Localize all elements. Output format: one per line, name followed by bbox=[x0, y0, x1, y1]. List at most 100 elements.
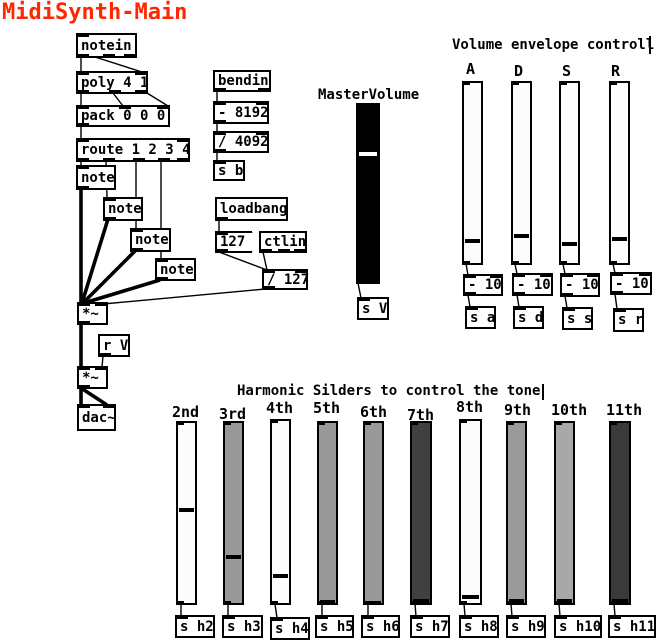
harmonic-label-7th: 7th bbox=[407, 406, 435, 424]
send-b-object[interactable]: s b bbox=[213, 160, 245, 181]
loadbang-object[interactable]: loadbang bbox=[215, 197, 288, 221]
send-h6-object[interactable]: s h6 bbox=[361, 615, 400, 638]
slider-handle[interactable] bbox=[320, 600, 335, 604]
subtract-8192-object[interactable]: - 8192 bbox=[213, 101, 269, 124]
slider-handle[interactable] bbox=[273, 574, 288, 578]
send-d-object[interactable]: s d bbox=[513, 306, 544, 329]
harmonic-label-5th: 5th bbox=[313, 399, 341, 417]
object-text: route 1 2 3 4 bbox=[81, 142, 191, 158]
note-object-1[interactable]: note bbox=[76, 165, 116, 190]
slider-handle[interactable] bbox=[612, 599, 628, 603]
bendin-object[interactable]: bendin bbox=[213, 70, 271, 92]
object-text: r V bbox=[103, 337, 129, 354]
pack-object[interactable]: pack 0 0 0 bbox=[76, 105, 170, 127]
send-h7-object[interactable]: s h7 bbox=[410, 615, 450, 638]
send-r-object[interactable]: s r bbox=[613, 308, 644, 332]
harmonic-slider-11th[interactable] bbox=[609, 421, 631, 605]
release-offset-object[interactable]: - 10 bbox=[610, 272, 652, 295]
object-text: s h3 bbox=[227, 618, 261, 635]
object-text: *~ bbox=[82, 369, 99, 386]
slider-handle[interactable] bbox=[562, 242, 577, 246]
object-text: s a bbox=[470, 309, 496, 326]
send-a-object[interactable]: s a bbox=[465, 306, 496, 329]
note-object-4[interactable]: note bbox=[155, 258, 196, 281]
attack-slider[interactable] bbox=[462, 81, 483, 265]
ctlin-object[interactable]: ctlin bbox=[259, 231, 307, 253]
send-h9-object[interactable]: s h9 bbox=[506, 615, 546, 638]
harmonic-slider-3rd[interactable] bbox=[223, 421, 244, 605]
inlet-nub bbox=[560, 82, 567, 85]
outlet-nub bbox=[135, 90, 147, 93]
decay-offset-object[interactable]: - 10 bbox=[512, 273, 553, 296]
slider-handle[interactable] bbox=[509, 599, 524, 603]
multiply-signal-object-1[interactable]: *~ bbox=[77, 302, 108, 325]
message-box-127[interactable]: 127 bbox=[215, 231, 252, 253]
attack-offset-object[interactable]: - 10 bbox=[463, 274, 503, 296]
patch-title: MidiSynth-Main bbox=[2, 0, 188, 25]
poly-object[interactable]: poly 4 1 bbox=[76, 71, 148, 94]
decay-slider[interactable] bbox=[511, 81, 532, 265]
send-h11-object[interactable]: s h11 bbox=[608, 615, 656, 638]
dac-object[interactable]: dac~ bbox=[77, 404, 116, 431]
harmonic-slider-7th[interactable] bbox=[410, 421, 432, 605]
slider-handle[interactable] bbox=[465, 239, 480, 243]
send-V-object[interactable]: s V bbox=[357, 297, 389, 320]
release-slider[interactable] bbox=[609, 81, 630, 265]
slider-handle[interactable] bbox=[413, 599, 429, 603]
send-h3-object[interactable]: s h3 bbox=[222, 615, 263, 638]
object-text: s h7 bbox=[415, 618, 449, 635]
object-text: / 4092 bbox=[218, 134, 269, 150]
slider-handle[interactable] bbox=[366, 601, 381, 605]
outlet-nub bbox=[224, 601, 231, 604]
slider-handle[interactable] bbox=[359, 152, 377, 156]
note-object-2[interactable]: note bbox=[103, 197, 143, 221]
send-h4-object[interactable]: s h4 bbox=[270, 617, 310, 640]
envelope-slider-label-S: S bbox=[562, 62, 572, 80]
send-h10-object[interactable]: s h10 bbox=[554, 615, 602, 638]
slider-handle[interactable] bbox=[226, 555, 241, 559]
inlet-nub bbox=[177, 139, 189, 142]
harmonic-slider-10th[interactable] bbox=[554, 421, 575, 605]
slider-handle[interactable] bbox=[612, 237, 627, 241]
harmonic-slider-5th[interactable] bbox=[317, 421, 338, 605]
control-cords bbox=[80, 56, 618, 619]
send-h2-object[interactable]: s h2 bbox=[175, 615, 215, 638]
harmonic-slider-4th[interactable] bbox=[270, 419, 291, 605]
divide-4092-object[interactable]: / 4092 bbox=[213, 131, 269, 153]
envelope-slider-label-A: A bbox=[466, 60, 476, 78]
slider-handle[interactable] bbox=[557, 599, 572, 603]
signal-cords bbox=[79, 189, 161, 407]
harmonic-slider-9th[interactable] bbox=[506, 421, 527, 605]
outlet-nub bbox=[560, 261, 567, 264]
inlet-nub bbox=[271, 420, 278, 423]
multiply-signal-object-2[interactable]: *~ bbox=[77, 366, 108, 389]
route-object[interactable]: route 1 2 3 4 bbox=[76, 138, 191, 162]
object-text: s b bbox=[218, 162, 244, 179]
divide-127-object[interactable]: / 127 bbox=[262, 269, 309, 290]
sustain-offset-object[interactable]: - 10 bbox=[560, 273, 600, 297]
outlet-nub bbox=[109, 90, 121, 93]
slider-handle[interactable] bbox=[179, 508, 194, 512]
harmonic-slider-8th[interactable] bbox=[459, 419, 482, 605]
harmonic-label-3rd: 3rd bbox=[219, 405, 247, 423]
inlet-nub bbox=[610, 422, 617, 425]
harmonic-slider-2nd[interactable] bbox=[176, 421, 197, 605]
master-volume-slider[interactable] bbox=[356, 103, 380, 284]
slider-handle[interactable] bbox=[514, 234, 529, 238]
receive-volume-object[interactable]: r V bbox=[98, 334, 130, 357]
object-text: notein bbox=[81, 37, 132, 54]
send-h8-object[interactable]: s h8 bbox=[459, 615, 499, 638]
slider-handle[interactable] bbox=[462, 595, 479, 599]
object-text: note bbox=[160, 261, 194, 278]
notein-object[interactable]: notein bbox=[76, 33, 137, 58]
note-object-3[interactable]: note bbox=[130, 228, 171, 252]
send-s-object[interactable]: s s bbox=[562, 307, 593, 330]
text-cursor bbox=[649, 36, 651, 54]
send-h5-object[interactable]: s h5 bbox=[315, 615, 354, 638]
sustain-slider[interactable] bbox=[559, 81, 580, 265]
harmonic-label-4th: 4th bbox=[266, 399, 294, 417]
outlet-nub bbox=[158, 158, 170, 161]
harmonic-slider-6th[interactable] bbox=[363, 421, 384, 605]
harmonic-label-8th: 8th bbox=[456, 398, 484, 416]
